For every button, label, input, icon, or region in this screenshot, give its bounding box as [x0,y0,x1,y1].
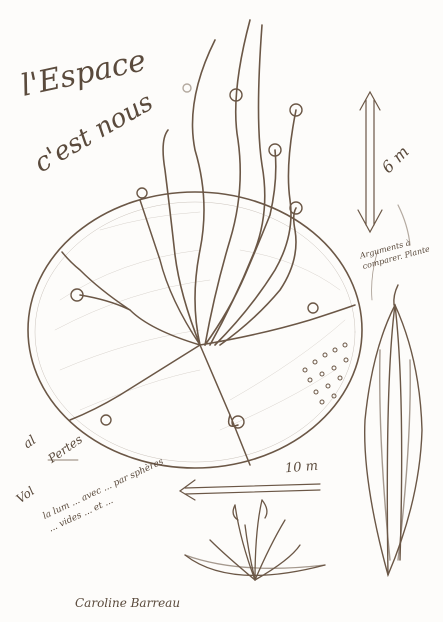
dot-cluster [303,343,348,404]
signature: Caroline Barreau [75,596,180,610]
seed-pod [365,285,422,575]
small-plant [185,500,325,580]
width-label: 10 m [284,459,318,477]
width-arrow [180,480,320,500]
rising-stems [163,20,296,345]
